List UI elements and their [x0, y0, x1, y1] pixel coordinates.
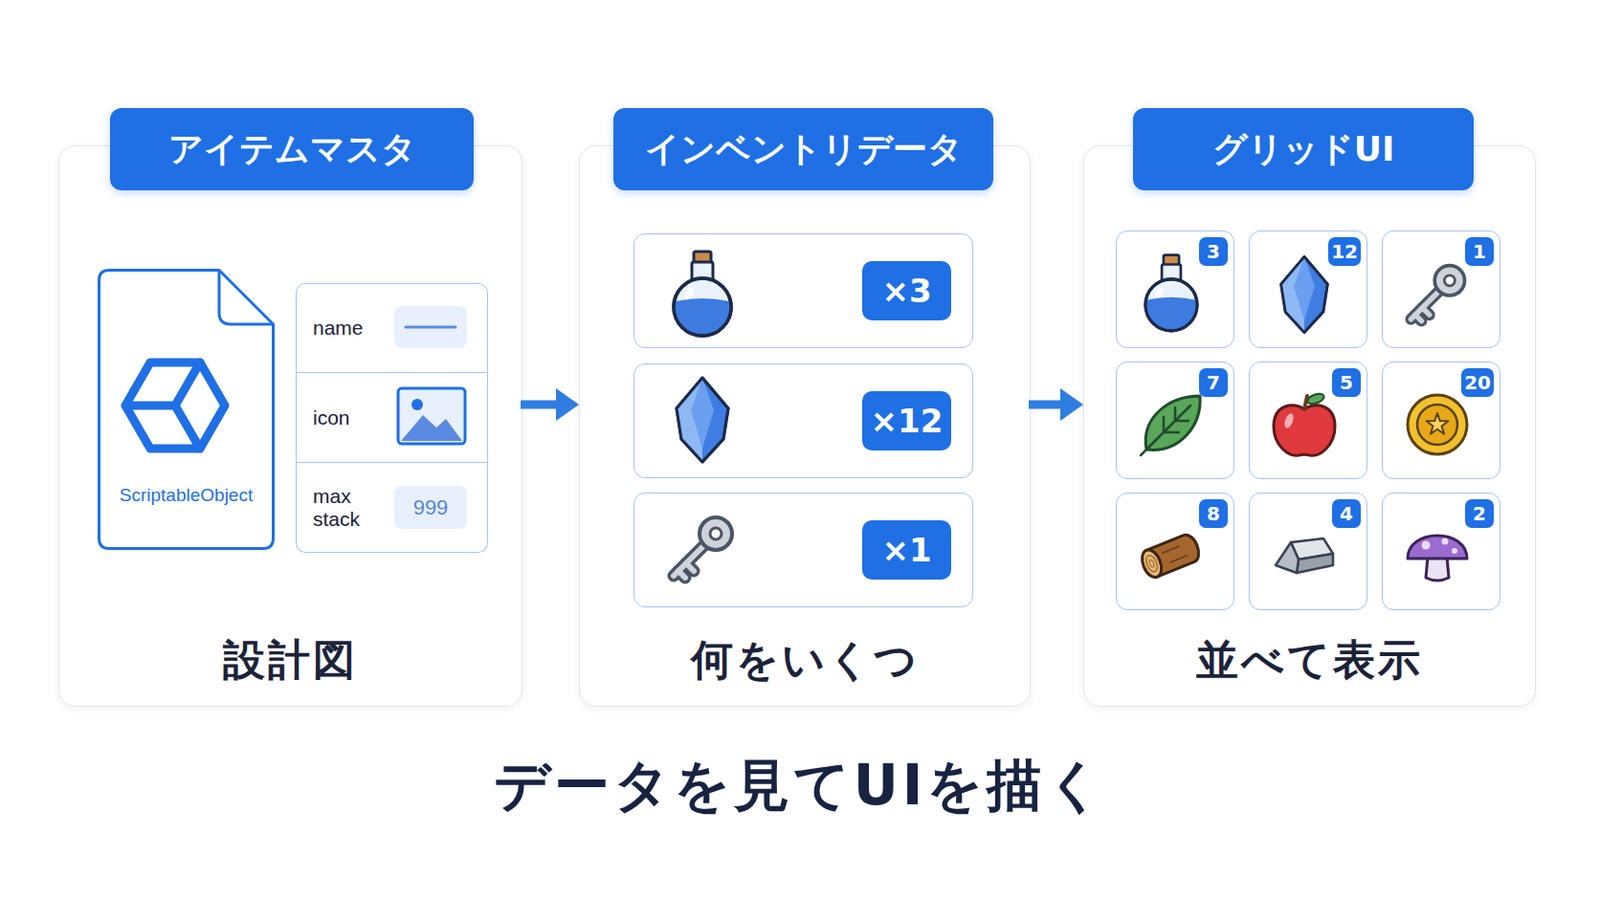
file-outline — [97, 268, 275, 551]
diagram-caption: データを見てUIを描く — [0, 751, 1600, 821]
scriptable-object-file: ScriptableObject — [97, 268, 275, 551]
count-badge: ×3 — [862, 261, 952, 321]
grid-slot: 4 — [1248, 492, 1368, 611]
coin-icon — [1407, 395, 1467, 455]
count-badge: ×12 — [862, 391, 952, 451]
field-name: icon — [312, 406, 380, 429]
log-icon — [1138, 532, 1203, 580]
file-body — [99, 270, 274, 550]
panel-caption: 並べて表示 — [1084, 632, 1535, 689]
connector-group — [520, 404, 1067, 406]
field-row: name — [295, 283, 489, 374]
unity-logo — [125, 362, 225, 449]
count-badge: 3 — [1199, 237, 1228, 267]
field-name: name — [312, 316, 380, 339]
ingot-icon — [1275, 538, 1334, 574]
section-panel: インベントリデータ何をいくつ×3×12×1 — [578, 145, 1031, 708]
count-badge: 20 — [1461, 368, 1494, 398]
name-value-box — [394, 306, 467, 349]
panel-caption: 何をいくつ — [579, 632, 1030, 689]
count-badge: 12 — [1328, 237, 1361, 267]
panel-caption: 設計図 — [59, 632, 522, 689]
flow-arrow — [1028, 400, 1067, 410]
count-badge: 8 — [1199, 499, 1228, 529]
inventory-row: ×1 — [633, 492, 974, 608]
grid-slot: 12 — [1248, 230, 1368, 349]
grid-slot: 2 — [1381, 492, 1501, 611]
crystal-icon — [676, 377, 729, 463]
count-badge: 2 — [1465, 499, 1494, 529]
count-badge: 1 — [1465, 237, 1494, 267]
panel-header: インベントリデータ — [613, 108, 994, 191]
potion-icon — [673, 251, 732, 336]
grid-slot: 7 — [1115, 361, 1235, 480]
field-row: icon — [295, 373, 489, 464]
panel-header: アイテムマスタ — [110, 108, 474, 191]
apple-icon — [1273, 392, 1335, 457]
field-row: max stack 999 — [295, 463, 489, 554]
field-value: 999 — [394, 486, 467, 530]
inventory-row: ×3 — [633, 233, 974, 349]
key-icon — [673, 517, 733, 578]
panel-header: グリッドUI — [1133, 108, 1474, 191]
flow-arrow — [520, 400, 562, 410]
field-name: max stack — [312, 485, 380, 530]
icon-value-image — [398, 388, 466, 445]
file-fold — [219, 270, 274, 326]
count-badge: 4 — [1332, 499, 1361, 529]
count-badge: 5 — [1332, 368, 1361, 398]
key-icon — [1410, 266, 1465, 322]
leaf-icon — [1140, 396, 1200, 456]
file-label: ScriptableObject — [97, 485, 275, 507]
grid-slot: 20 — [1381, 361, 1501, 480]
crystal-icon — [1281, 256, 1329, 333]
grid-slot: 5 — [1248, 361, 1368, 480]
section-panel: グリッドUI並べて表示31217520842 — [1083, 145, 1536, 708]
count-badge: 7 — [1199, 368, 1228, 398]
grid-slot: 1 — [1381, 230, 1501, 349]
grid-slot: 8 — [1115, 492, 1235, 611]
count-badge: ×1 — [862, 520, 952, 580]
potion-icon — [1145, 255, 1198, 332]
section-panel: アイテムマスタ設計図ScriptableObjectnameiconmax st… — [58, 145, 523, 708]
mushroom-icon — [1407, 535, 1467, 581]
inventory-row: ×12 — [633, 363, 974, 479]
grid-slot: 3 — [1115, 230, 1235, 349]
